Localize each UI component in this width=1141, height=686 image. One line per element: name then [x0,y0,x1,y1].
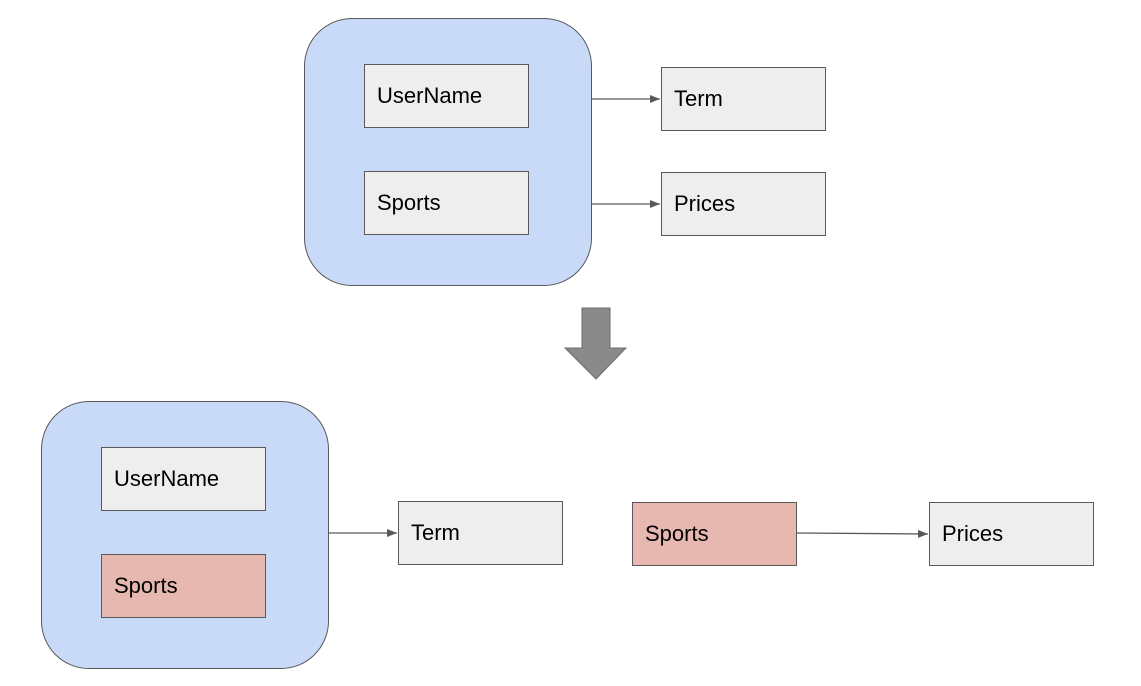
before-prices-box: Prices [661,172,826,236]
before-term-box: Term [661,67,826,131]
arrow-after-sports-to-prices [795,529,929,538]
after-term-box: Term [398,501,563,565]
after-prices-box: Prices [929,502,1094,566]
after-extracted-sports-box: Sports [632,502,797,566]
before-entity-group [304,18,592,286]
transition-down-arrow-icon [563,307,628,380]
before-username-field: UserName [364,64,529,128]
after-username-field: UserName [101,447,266,511]
after-sports-field: Sports [101,554,266,618]
after-entity-group [41,401,329,669]
before-sports-field: Sports [364,171,529,235]
